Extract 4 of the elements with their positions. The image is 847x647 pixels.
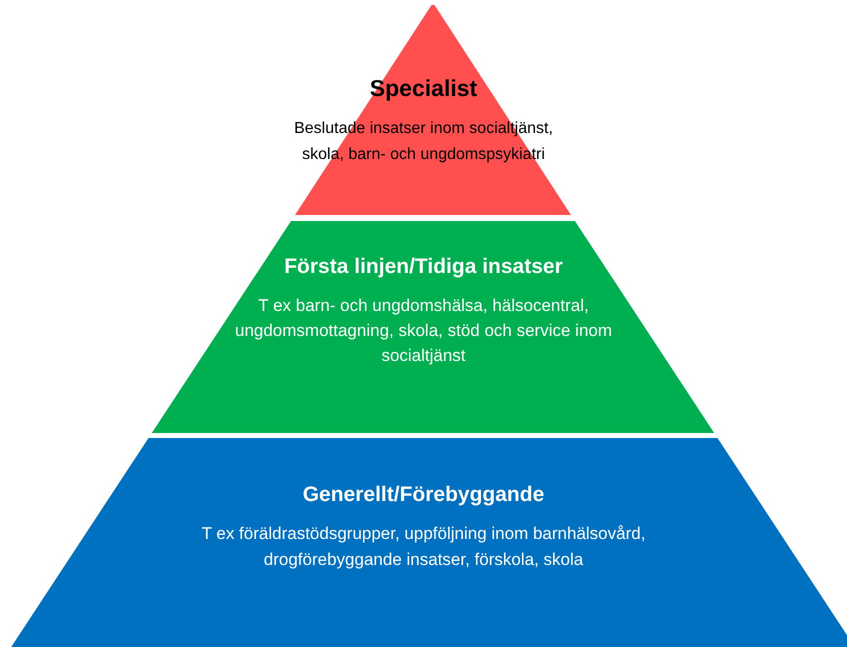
tier-heading: Generellt/Förebyggande	[302, 483, 544, 507]
tier-description: T ex barn- och ungdomshälsa, hälsocentral, ungdomsmottagning, skola, stöd och service inom socialtjänst	[234, 295, 614, 367]
tier-heading: Första linjen/Tidiga insatser	[284, 255, 563, 279]
tier-description: T ex föräldrastödsgrupper, uppföljning inom barnhälsovård, drogförebyggande insatser, förskola, skola	[200, 523, 646, 571]
